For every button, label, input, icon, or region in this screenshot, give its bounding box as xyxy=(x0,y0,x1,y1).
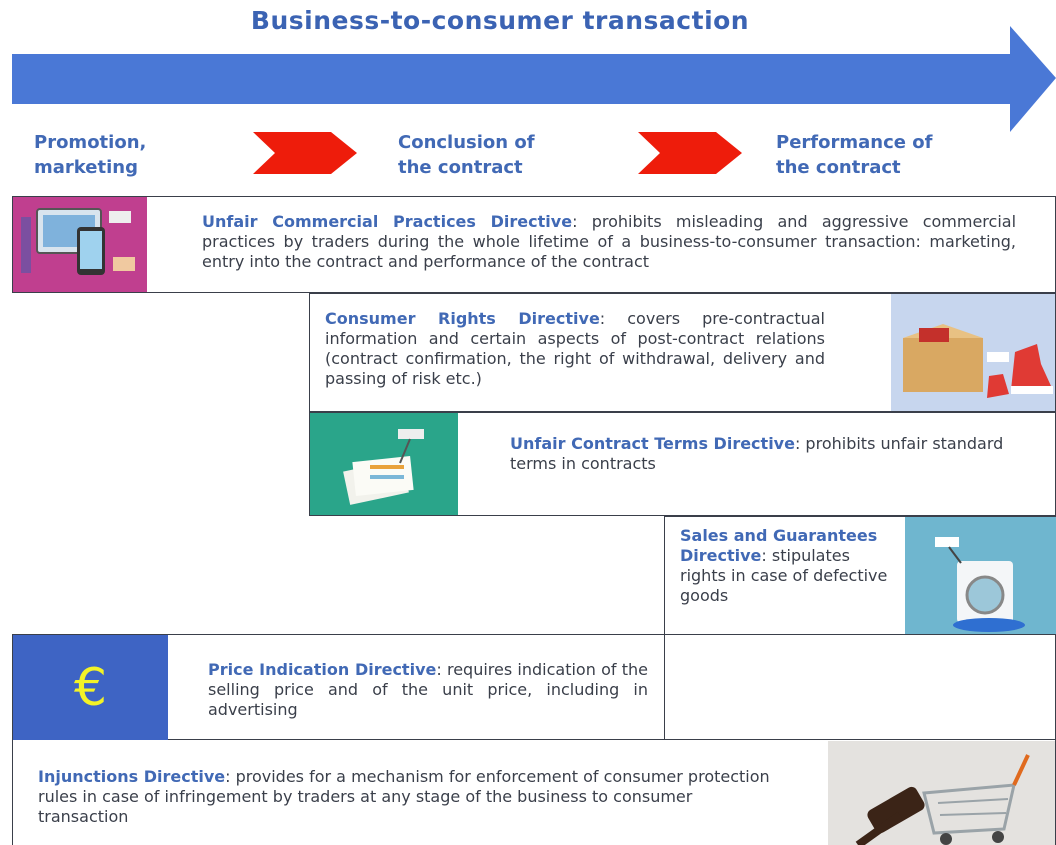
directive-name: Consumer Rights Directive xyxy=(325,309,600,328)
row-divider xyxy=(664,635,665,740)
directive-sales-guarantees-text: Sales and Guarantees Directive: stipulat… xyxy=(680,526,888,605)
directive-name: Unfair Commercial Practices Directive xyxy=(202,212,573,231)
directive-unfair-contract-terms-text: Unfair Contract Terms Directive: prohibi… xyxy=(510,434,1004,473)
euro-icon: € xyxy=(73,657,108,718)
gavel-shopping-cart-image xyxy=(828,741,1055,845)
stage-chevron-1 xyxy=(253,132,357,174)
euro-panel: € xyxy=(13,635,168,740)
directive-injunctions-text: Injunctions Directive: provides for a me… xyxy=(38,767,770,826)
directive-price-indication-text: Price Indication Directive: requires ind… xyxy=(208,660,649,719)
contract-documents-image xyxy=(310,413,458,515)
directive-name: Unfair Contract Terms Directive xyxy=(510,434,795,453)
directive-unfair-commercial-practices xyxy=(12,196,1056,293)
directive-name: Price Indication Directive xyxy=(208,660,437,679)
stage-promotion: Promotion,marketing xyxy=(34,132,147,178)
diagram-title: Business-to-consumer transaction xyxy=(250,6,750,35)
parcel-box-sneakers-image xyxy=(891,294,1055,411)
directive-name: Sales and Guarantees Directive xyxy=(680,526,878,565)
directive-consumer-rights-text: Consumer Rights Directive: covers pre-co… xyxy=(325,309,825,388)
directive-price-indication xyxy=(12,634,1056,740)
directive-unfair-commercial-practices-text: Unfair Commercial Practices Directive: p… xyxy=(202,212,1017,271)
directive-name: Injunctions Directive xyxy=(38,767,226,786)
timeline-arrow xyxy=(12,26,1056,132)
leaking-washing-machine-image xyxy=(905,517,1056,634)
stage-chevron-2 xyxy=(638,132,742,174)
marketing-devices-image xyxy=(13,197,147,292)
